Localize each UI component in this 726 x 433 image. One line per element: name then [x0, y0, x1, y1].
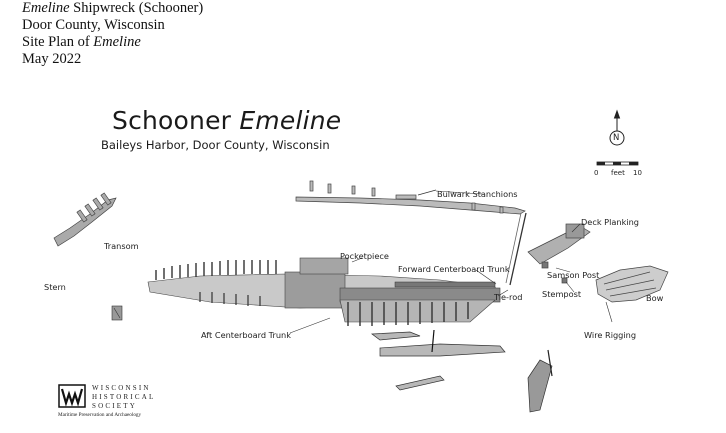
- plan-title: Schooner Emeline: [112, 106, 342, 135]
- label-aft-centerboard-trunk: Aft Centerboard Trunk: [201, 330, 291, 340]
- header-line-2: Door County, Wisconsin: [22, 17, 165, 33]
- bulwark-stanchions-wreck: [295, 180, 526, 215]
- north-letter: N: [613, 133, 620, 143]
- label-leaders: [289, 190, 613, 334]
- whs-tagline: Maritime Preservation and Archaeology: [58, 412, 142, 418]
- scale-unit-label: feet: [611, 169, 625, 177]
- bow-wreck: [527, 223, 669, 303]
- label-stempost: Stempost: [542, 289, 582, 299]
- tie-rod-line: [509, 212, 527, 286]
- whs-line-2: HISTORICAL: [92, 393, 156, 401]
- whs-emblem-icon: [58, 384, 86, 408]
- label-stern: Stern: [44, 282, 66, 292]
- label-pocketpiece: Pocketpiece: [340, 251, 389, 261]
- label-forward-centerboard-trunk: Forward Centerboard Trunk: [398, 264, 510, 274]
- whs-line-3: SOCIETY: [92, 402, 137, 410]
- whs-line-1: WISCONSIN: [92, 384, 151, 392]
- stern-fragment: [111, 305, 123, 321]
- plan-subtitle: Baileys Harbor, Door County, Wisconsin: [101, 138, 330, 152]
- vessel-name: Emeline: [22, 0, 70, 16]
- scale-end-label: 10: [633, 169, 642, 177]
- label-bulwark-stanchions: Bulwark Stanchions: [437, 189, 518, 199]
- scale-start-label: 0: [594, 169, 599, 177]
- label-transom: Transom: [104, 241, 139, 251]
- hull-frames: [155, 260, 469, 326]
- label-wire-rigging: Wire Rigging: [584, 330, 637, 340]
- north-arrow-icon: [609, 109, 625, 146]
- header-date: May 2022: [22, 51, 82, 67]
- label-bow: Bow: [646, 293, 664, 303]
- transom-wreck: [53, 192, 117, 247]
- hull-frames-aft: [199, 292, 261, 306]
- scale-bar: [596, 161, 639, 166]
- header-line-1: Emeline Shipwreck (Schooner): [22, 0, 204, 16]
- debris-field: [371, 329, 553, 413]
- label-samson-post: Samson Post: [547, 270, 600, 280]
- document-header: Emeline Shipwreck (Schooner) Door County…: [22, 0, 203, 68]
- header-line-3: Site Plan of Emeline: [22, 34, 141, 50]
- label-tie-rod: Tie-rod: [494, 292, 523, 302]
- label-deck-planking: Deck Planking: [581, 217, 640, 227]
- forward-centerboard-timber: [394, 281, 496, 288]
